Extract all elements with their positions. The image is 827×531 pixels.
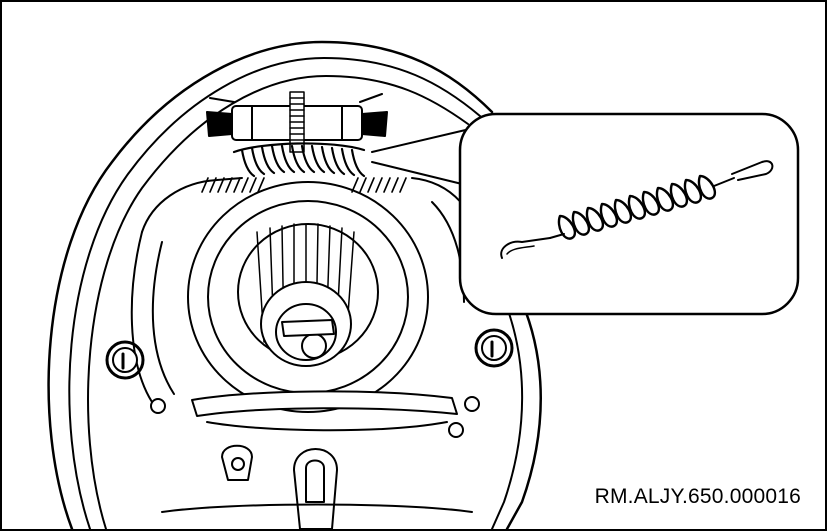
- upper-return-spring: [232, 142, 366, 178]
- shoe-lining: [201, 177, 407, 193]
- hold-down-pin-left: [105, 340, 145, 380]
- spring-detail-callout: [458, 112, 800, 316]
- hold-down-pin-right: [474, 328, 514, 368]
- backing-plate-holes: [150, 396, 480, 438]
- backing-plate: [47, 40, 542, 529]
- adjuster-wheel: [289, 91, 305, 153]
- wheel-cylinder: [206, 91, 388, 153]
- return-spring-icon: [500, 160, 774, 259]
- callout-leader: [371, 127, 475, 185]
- figure-reference-code: RM.ALJY.650.000016: [594, 485, 801, 508]
- hub-assembly: [187, 181, 429, 413]
- lower-anchor: [161, 390, 473, 529]
